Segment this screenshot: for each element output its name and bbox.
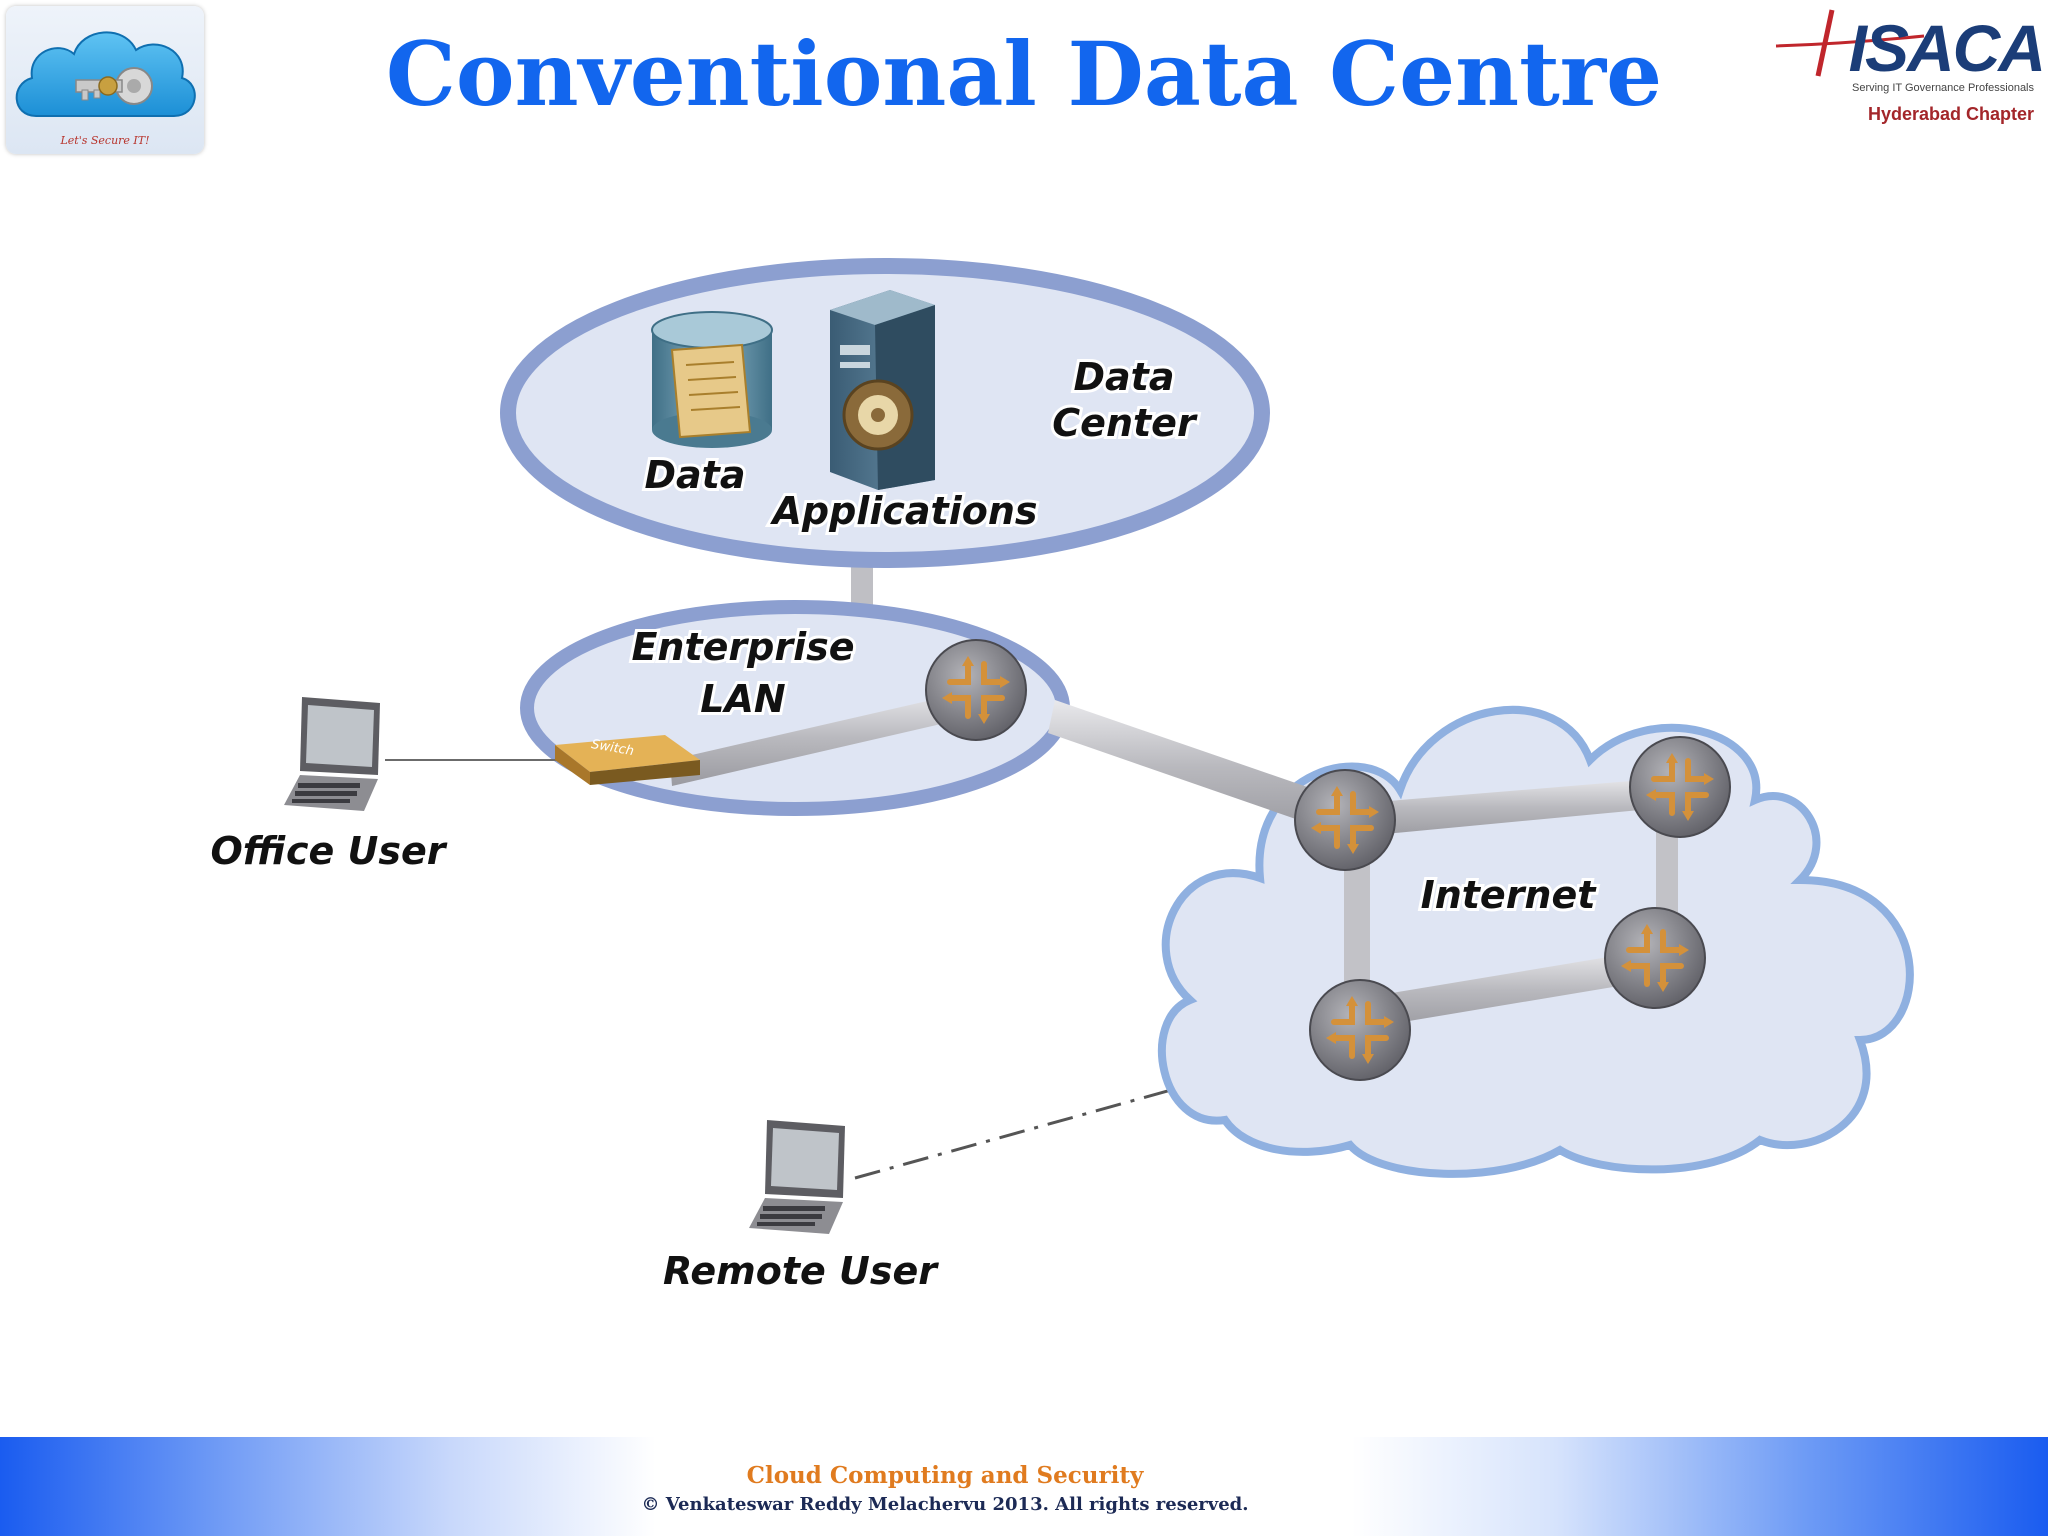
switch-label: Switch	[590, 737, 635, 759]
internet-router-1-icon	[1295, 770, 1395, 870]
data-label: Data	[645, 453, 746, 497]
internet-router-2-icon	[1630, 737, 1730, 837]
network-diagram: Switch Data Center Data Applications Ent…	[210, 258, 1914, 1293]
lan-router-icon	[926, 640, 1026, 740]
internet-link-top	[1340, 777, 1682, 838]
enterprise-lan-label-line2: LAN	[700, 677, 785, 721]
footer-course-title: Cloud Computing and Security	[746, 1462, 1144, 1489]
office-laptop-icon	[284, 697, 380, 811]
footer-copyright: © Venkateswar Reddy Melachervu 2013. All…	[641, 1494, 1249, 1515]
applications-label: Applications	[770, 489, 1038, 533]
cloud-key-icon	[15, 31, 196, 117]
internet-router-3-icon	[1605, 908, 1705, 1008]
isaca-logo: ISACA Serving IT Governance Professional…	[1774, 6, 2046, 126]
cloud-key-logo: Let's Secure IT!	[6, 6, 204, 154]
internet-label: Internet	[1421, 873, 1598, 917]
isaca-swoosh-icon	[1775, 9, 1925, 77]
slide-title: Conventional Data Centre	[385, 22, 1663, 126]
remote-user-label: Remote User	[663, 1249, 939, 1293]
data-center-label-line2: Center	[1052, 401, 1198, 445]
lan-internet-link	[1048, 700, 1345, 833]
footer-band	[0, 1437, 2048, 1536]
enterprise-lan-label-line1: Enterprise	[631, 625, 854, 669]
switch-icon: Switch	[555, 735, 700, 785]
isaca-chapter: Hyderabad Chapter	[1867, 104, 2034, 124]
application-server-icon	[830, 290, 935, 490]
internet-link-bottom	[1350, 950, 1655, 1030]
remote-laptop-icon	[749, 1120, 845, 1234]
internet-router-4-icon	[1310, 980, 1410, 1080]
isaca-wordmark: ISACA	[1848, 11, 2046, 85]
switch-router-link	[670, 690, 980, 786]
logo-tagline: Let's Secure IT!	[60, 134, 150, 147]
office-user-label: Office User	[210, 829, 447, 873]
data-center-label-line1: Data	[1074, 355, 1175, 399]
database-icon	[651, 311, 773, 448]
isaca-tagline: Serving IT Governance Professionals	[1852, 82, 2034, 94]
